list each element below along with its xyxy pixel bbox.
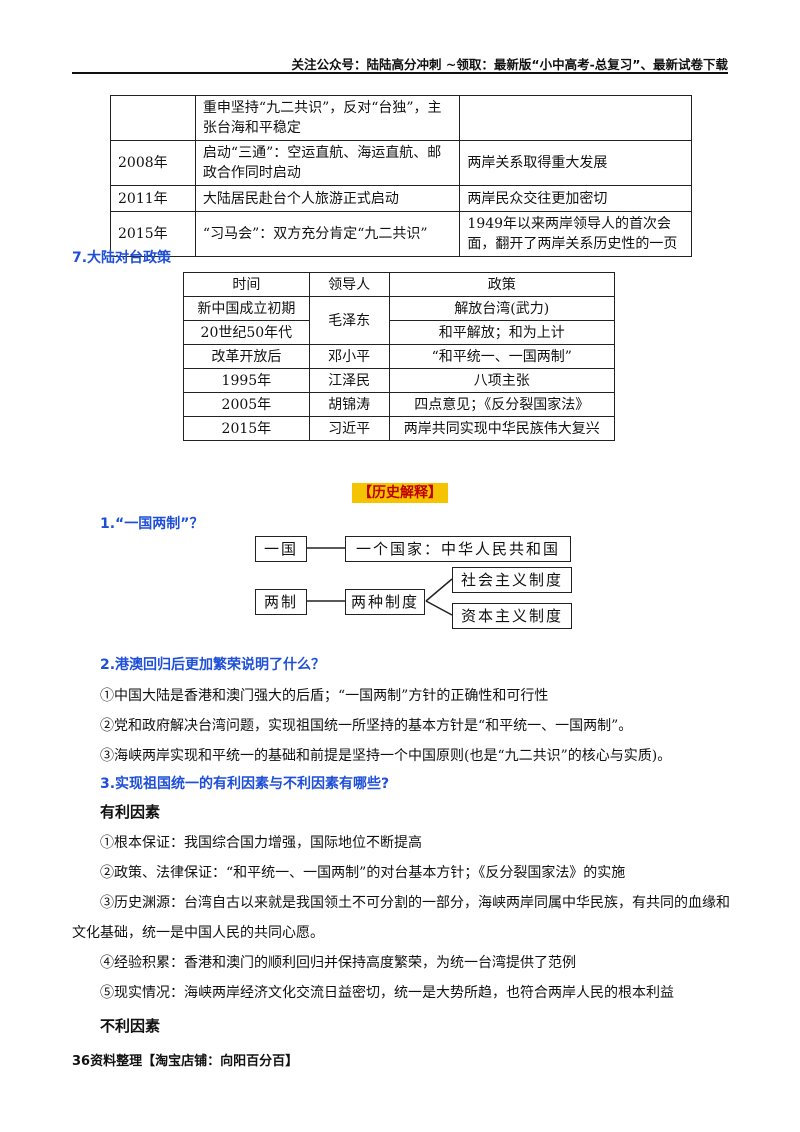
table-cell: 八项主张 xyxy=(388,368,616,393)
table-cell: 两岸共同实现中华民族伟大复兴 xyxy=(388,416,616,441)
list-item: ③历史渊源：台湾自古以来就是我国领土不可分割的一部分，海峡两岸同属中华民族，有共… xyxy=(72,895,730,941)
footer-text: 资料整理【淘宝店铺：向阳百分百】 xyxy=(90,1054,299,1069)
table-row: 2008年 启动“三通”：空运直航、海运直航、邮政合作同时启动 两岸关系取得重大… xyxy=(110,140,692,186)
column-header: 时间 xyxy=(183,272,310,297)
table-cell: 2015年 xyxy=(110,211,196,257)
yiguo-box: 一国 xyxy=(255,536,307,562)
column-header: 政策 xyxy=(388,272,616,297)
header-rule xyxy=(72,72,728,74)
table-cell: 20世纪50年代 xyxy=(183,320,310,345)
taiwan-policy-table: 时间 领导人 政策 新中国成立初期 毛泽东 解放台湾(武力) 20世纪50年代 … xyxy=(183,272,616,441)
socialist-box: 社会主义制度 xyxy=(452,567,572,593)
table-cell: 毛泽东 xyxy=(308,296,390,345)
table-cell: 改革开放后 xyxy=(183,344,310,369)
table-row: 20世纪50年代 和平解放；和为上计 xyxy=(183,320,616,345)
page-header: 关注公众号：陆陆高分冲刺 ~领取：最新版“小中高考-总复习”、最新试卷下载 xyxy=(291,57,728,72)
list-item: ⑤现实情况：海峡两岸经济文化交流日益密切，统一是大势所趋，也符合两岸人民的根本利… xyxy=(100,985,674,1001)
list-item: ③海峡两岸实现和平统一的基础和前提是坚持一个中国原则(也是“九二共识”的核心与实… xyxy=(100,748,672,764)
table-cell: 邓小平 xyxy=(308,344,390,369)
table-cell: 1949年以来两岸领导人的首次会面，翻开了两岸关系历史性的一页 xyxy=(459,211,692,257)
table-cell: 两岸关系取得重大发展 xyxy=(459,140,692,186)
one-country-box: 一个国家：中华人民共和国 xyxy=(345,536,571,562)
liangzhi-box: 两制 xyxy=(255,589,307,615)
list-item: ②党和政府解决台湾问题，实现祖国统一所坚持的基本方针是“和平统一、一国两制”。 xyxy=(100,718,633,734)
favorable-heading: 有利因素 xyxy=(100,803,161,821)
two-systems-box: 两种制度 xyxy=(345,589,425,615)
list-item: ②政策、法律保证：“和平统一、一国两制”的对台基本方针；《反分裂国家法》的实施 xyxy=(100,865,626,881)
table-cell: 习近平 xyxy=(308,416,390,441)
list-item: ①中国大陆是香港和澳门强大的后盾；“一国两制”方针的正确性和可行性 xyxy=(100,688,549,704)
table-row: 2005年 胡锦涛 四点意见；《反分裂国家法》 xyxy=(183,392,616,417)
table-cell: 2008年 xyxy=(110,140,196,186)
unfavorable-heading: 不利因素 xyxy=(100,1017,161,1035)
question-3: 3.实现祖国统一的有利因素与不利因素有哪些? xyxy=(100,776,390,792)
page-footer: 36资料整理【淘宝店铺：向阳百分百】 xyxy=(72,1050,298,1069)
table-row: 新中国成立初期 毛泽东 解放台湾(武力) xyxy=(183,296,616,345)
table-cell: “和平统一、一国两制” xyxy=(388,344,616,369)
table-cell xyxy=(110,95,196,141)
question-1: 1.“一国两制”？ xyxy=(100,516,204,532)
table-row: 2015年 “习马会”：双方充分肯定“九二共识” 1949年以来两岸领导人的首次… xyxy=(110,211,692,257)
section-7-title: 7.大陆对台政策 xyxy=(72,250,172,266)
table-cell: 江泽民 xyxy=(308,368,390,393)
table-cell: 启动“三通”：空运直航、海运直航、邮政合作同时启动 xyxy=(194,140,461,186)
history-explanation-heading: 【历史解释】 xyxy=(0,482,800,503)
capitalist-box: 资本主义制度 xyxy=(452,603,572,629)
list-item: ④经验积累：香港和澳门的顺利回归并保持高度繁荣，为统一台湾提供了范例 xyxy=(100,955,576,971)
cross-strait-events-table: 重申坚持“九二共识”，反对“台独”，主张台海和平稳定 2008年 启动“三通”：… xyxy=(110,95,692,257)
table-cell: 两岸民众交往更加密切 xyxy=(459,185,692,212)
table-row: 改革开放后 邓小平 “和平统一、一国两制” xyxy=(183,344,616,369)
page-number: 36 xyxy=(72,1054,91,1069)
table-row: 2015年 习近平 两岸共同实现中华民族伟大复兴 xyxy=(183,416,616,441)
history-explanation-label: 【历史解释】 xyxy=(352,483,448,503)
table-row: 重申坚持“九二共识”，反对“台独”，主张台海和平稳定 xyxy=(110,95,692,141)
question-2: 2.港澳回归后更加繁荣说明了什么？ xyxy=(100,657,326,673)
list-item: ①根本保证：我国综合国力增强，国际地位不断提高 xyxy=(100,835,422,851)
table-cell: “习马会”：双方充分肯定“九二共识” xyxy=(194,211,461,257)
diagram-connectors xyxy=(307,547,453,616)
table-row: 1995年 江泽民 八项主张 xyxy=(183,368,616,393)
table-cell: 重申坚持“九二共识”，反对“台独”，主张台海和平稳定 xyxy=(194,95,461,141)
table-cell: 2015年 xyxy=(183,416,310,441)
table-cell: 和平解放；和为上计 xyxy=(388,320,616,345)
table-cell: 1995年 xyxy=(183,368,310,393)
